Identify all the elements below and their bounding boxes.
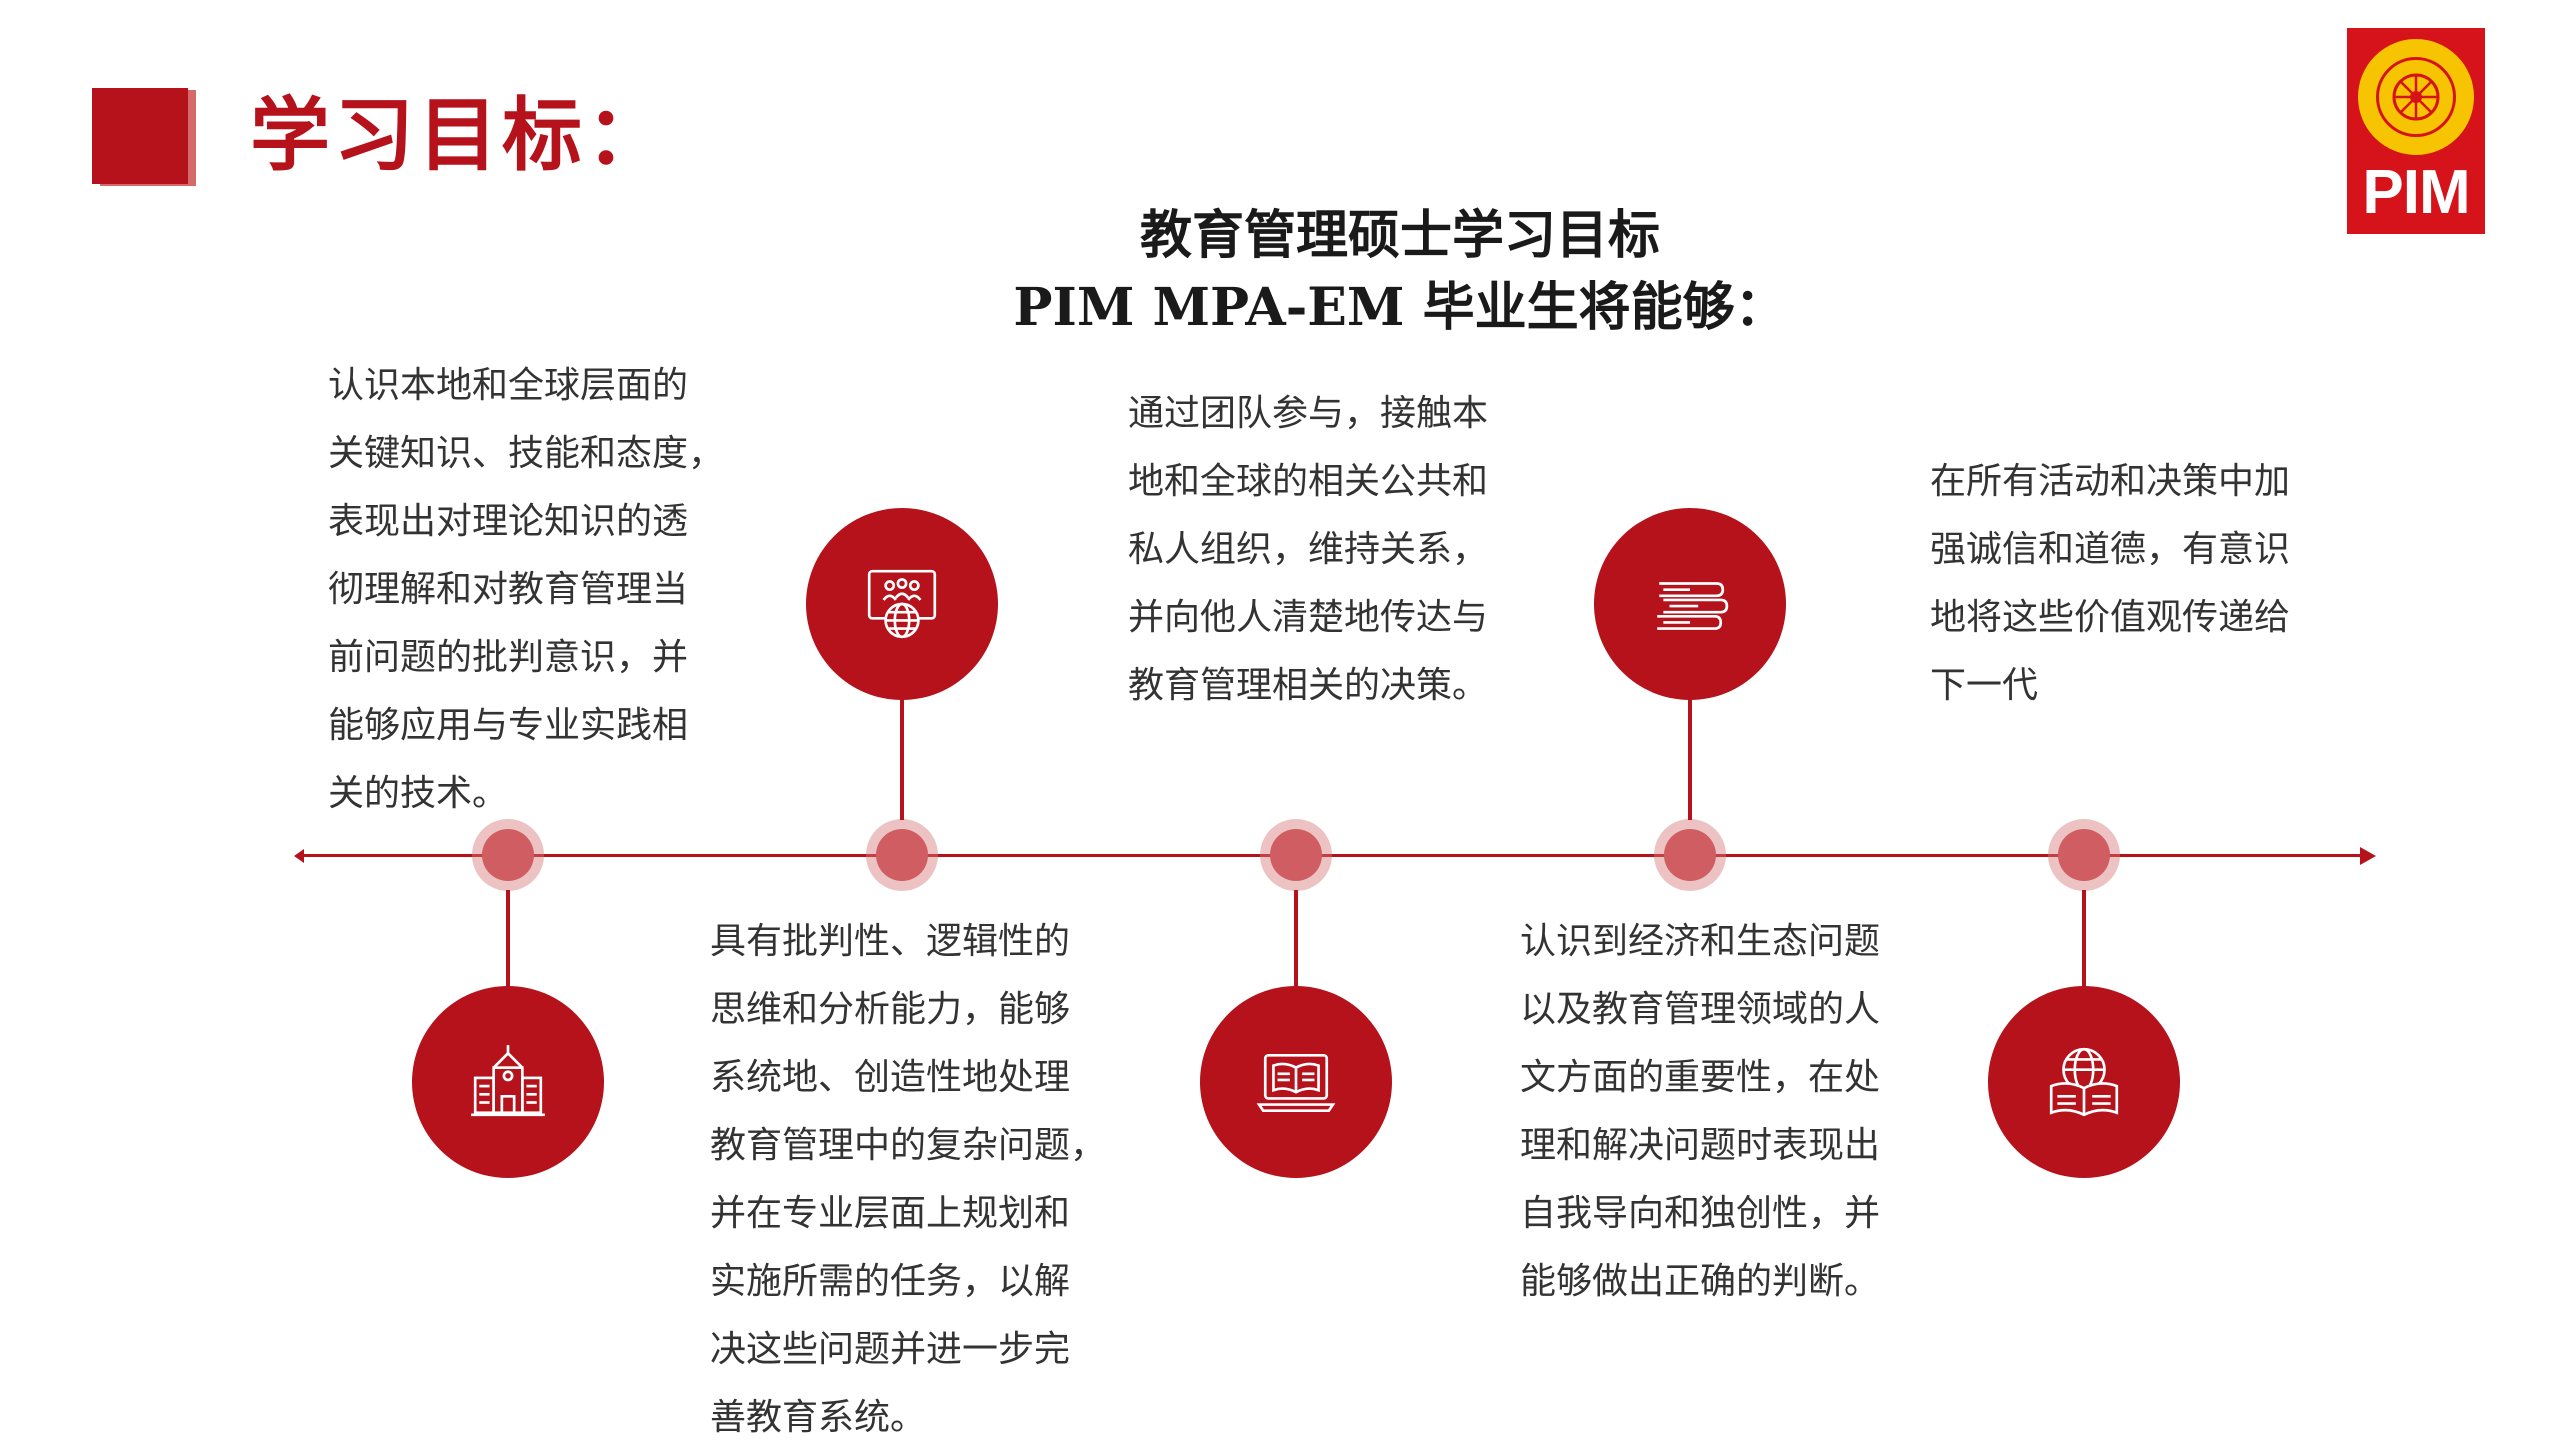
timeline-node-3 [1260, 819, 1332, 891]
stem-5 [2082, 890, 2086, 990]
timeline-left-cap [294, 849, 304, 863]
heading-line-1: 教育管理硕士学习目标 [1139, 205, 1660, 266]
stem-2 [900, 698, 904, 820]
section-heading: 教育管理硕士学习目标 PIM MPA-EM 毕业生将能够： [900, 200, 1900, 344]
page-title: 学习目标： [250, 89, 670, 182]
laptop-book-icon [1200, 986, 1392, 1178]
timeline-node-1 [472, 819, 544, 891]
header-accent-square [92, 88, 188, 184]
heading-line-2: PIM MPA-EM 毕业生将能够： [1013, 277, 1787, 338]
pim-logo: PIM [2347, 28, 2485, 234]
timeline-node-4 [1654, 819, 1726, 891]
stem-3 [1294, 890, 1298, 990]
stem-1 [506, 890, 510, 990]
timeline-arrow-head [2360, 847, 2376, 865]
book-stack-icon [1594, 508, 1786, 700]
timeline-node-5 [2048, 819, 2120, 891]
timeline-node-2 [866, 819, 938, 891]
global-learning-icon [806, 508, 998, 700]
stem-4 [1688, 698, 1692, 820]
objective-text-3: 通过团队参与，接触本 地和全球的相关公共和 私人组织，维持关系， 并向他人清楚地… [1128, 393, 1489, 706]
logo-seal-icon [2354, 35, 2478, 159]
objective-text-4: 认识到经济和生态问题 以及教育管理领域的人 文方面的重要性，在处 理和解决问题时… [1520, 921, 1881, 1302]
dharma-wheel-icon [2392, 73, 2440, 121]
school-building-icon [412, 986, 604, 1178]
objective-text-1: 认识本地和全球层面的 关键知识、技能和态度， 表现出对理论知识的透 彻理解和对教… [328, 365, 725, 814]
logo-text: PIM [2362, 158, 2470, 227]
objective-text-2: 具有批判性、逻辑性的 思维和分析能力，能够 系统地、创造性地处理 教育管理中的复… [710, 921, 1107, 1438]
objective-text-5: 在所有活动和决策中加 强诚信和道德，有意识 地将这些价值观传递给 下一代 [1930, 461, 2291, 706]
timeline-axis [300, 854, 2370, 857]
globe-book-icon [1988, 986, 2180, 1178]
